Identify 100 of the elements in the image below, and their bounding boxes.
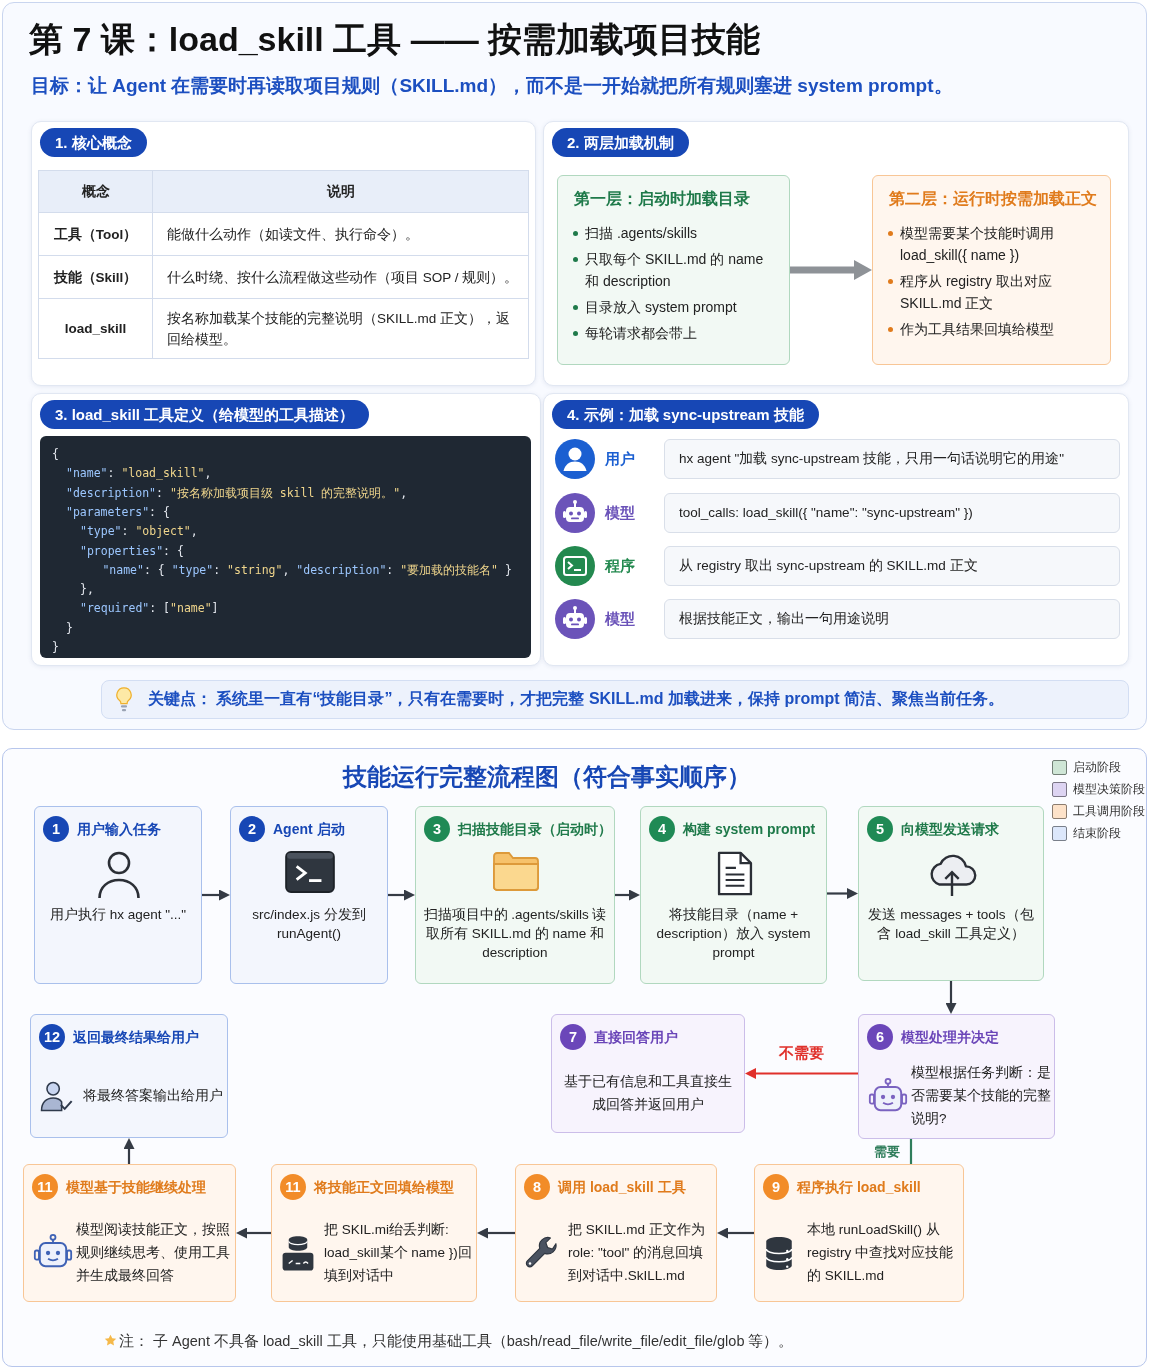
arrow — [827, 888, 858, 899]
section-card — [543, 121, 1129, 386]
table-cell: load_skill — [38, 298, 153, 359]
step-number: 3 — [424, 816, 450, 842]
step-number: 5 — [867, 816, 893, 842]
role-label: 模型 — [605, 610, 635, 629]
bullet-item: 每轮请求都会带上 — [585, 324, 698, 343]
arrow — [745, 1068, 858, 1079]
step-title: 返回最终结果给用户 — [73, 1028, 199, 1046]
callout-text: 关键点： 系统里一直有“技能目录”，只有在需要时，才把完整 SKILL.md 加载进来，保持 prompt 简洁、聚焦当前任务。 — [148, 689, 1005, 709]
flowchart-panel — [2, 748, 1147, 1367]
arrow — [202, 889, 230, 901]
step-title: 模型处理并决定 — [901, 1028, 999, 1046]
step-title: 向模型发送请求 — [901, 820, 999, 838]
flowchart-title: 技能运行完整流程图（符合事实顺序） — [343, 762, 751, 792]
callout-bar — [101, 680, 1129, 719]
step-card — [551, 1014, 745, 1133]
table-cell: 工具（Tool） — [38, 212, 153, 256]
code-line: "description": "按名称加载项目级 skill 的完整说明。", — [66, 484, 408, 502]
lesson-panel — [2, 2, 1147, 730]
role-label: 模型 — [605, 504, 635, 523]
column-header: 说明 — [152, 170, 529, 213]
step-number: 11 — [280, 1174, 306, 1200]
code-line: "name": "load_skill", — [66, 465, 212, 483]
bullet-item: 只取每个 SKILL.md 的 name 和 description — [585, 250, 765, 291]
step-card — [415, 806, 615, 984]
step-description: 基于已有信息和工具直接生成回答并返回用户 — [563, 1072, 733, 1114]
step-description: 模型根据任务判断：是否需要某个技能的完整说明? — [911, 1064, 1051, 1128]
layer-card — [557, 175, 790, 365]
code-line: "parameters": { — [66, 503, 170, 521]
step-card — [34, 806, 202, 984]
column-header: 概念 — [38, 170, 153, 213]
step-card — [858, 1014, 1055, 1139]
bullet-item: 作为工具结果回填给模型 — [900, 320, 1055, 339]
step-description: 模型阅读技能正文，按照规则继续思考、使用工具并生成最终回答 — [76, 1220, 231, 1285]
message-text: 从 registry 取出 sync-upstream 的 SKILL.md 正文 — [679, 557, 979, 575]
step-number: 12 — [39, 1024, 65, 1050]
step-title: 模型基于技能继续处理 — [66, 1178, 206, 1196]
section-heading: 4. 示例：加载 sync-upstream 技能 — [552, 400, 819, 429]
code-line: }, — [80, 581, 94, 599]
step-title: 调用 load_skill 工具 — [558, 1178, 686, 1196]
arrow — [945, 981, 957, 1014]
step-card — [271, 1164, 477, 1302]
step-card — [640, 806, 827, 984]
table-cell: 技能（Skill） — [38, 255, 153, 299]
message-text: 根据技能正文，输出一句用途说明 — [679, 610, 890, 628]
step-description: 扫描项目中的 .agents/skills 读取所有 SKILL.md 的 name 和 description — [422, 906, 608, 962]
message-box — [664, 546, 1120, 586]
section-heading: 1. 核心概念 — [40, 128, 147, 157]
step-card — [230, 806, 388, 984]
layer-heading: 第二层：运行时按需加载正文 — [889, 189, 1098, 209]
table-cell: 能做什么动作（如读文件、执行命令）。 — [152, 212, 529, 256]
step-title: 将技能正文回填给模型 — [314, 1178, 454, 1196]
table-cell: 按名称加载某个技能的完整说明（SKILL.md 正文），返回给模型。 — [152, 298, 529, 359]
step-description: 将最终答案输出给用户 — [83, 1086, 224, 1105]
legend-label: 结束阶段 — [1073, 826, 1121, 841]
section-heading: 3. load_skill 工具定义（给模型的工具描述） — [40, 400, 370, 429]
footnote: 注： 子 Agent 不具备 load_skill 工具，只能使用基础工具（bash/read_file/write_file/edit_file/glob 等）。 — [119, 1332, 794, 1351]
message-text: tool_calls: load_skill({ "name": "sync-upstream" }) — [679, 504, 974, 522]
step-card — [858, 806, 1044, 981]
code-line: "type": "object", — [80, 523, 198, 541]
arrow — [123, 1138, 135, 1164]
step-title: 扫描技能目录（启动时） — [458, 820, 612, 838]
legend-label: 启动阶段 — [1073, 760, 1121, 775]
goal-text: 目标：让 Agent 在需要时再读取项目规则（SKILL.md），而不是一开始就把所有规则塞进 system prompt。 — [31, 74, 953, 98]
step-description: 发送 messages + tools（包含 load_skill 工具定义） — [867, 906, 1035, 943]
step-description: 将技能目录（name + description）放入 system prompt — [655, 906, 812, 962]
step-number: 7 — [560, 1024, 586, 1050]
role-label: 程序 — [605, 557, 635, 576]
step-number: 4 — [649, 816, 675, 842]
section-heading: 2. 两层加载机制 — [552, 128, 689, 157]
code-line: } — [66, 619, 73, 637]
message-text: hx agent "加载 sync-upstream 技能，只用一句话说明它的用途" — [679, 450, 1066, 468]
step-title: 直接回答用户 — [594, 1028, 678, 1046]
message-box — [664, 599, 1120, 639]
arrow — [388, 889, 415, 901]
step-description: 本地 runLoadSkill() 从 registry 中查找对应技能的 SKILL.md — [807, 1220, 954, 1285]
step-description: 把 SKILL.md 正文作为 role: "tool" 的消息回填到对话中.SkILL.md — [568, 1220, 706, 1285]
step-description: 用户执行 hx agent "..." — [48, 906, 188, 924]
arrow — [477, 1227, 515, 1239]
code-line: "properties": { — [80, 542, 184, 560]
bullet-item: 模型需要某个技能时调用 load_skill({ name }) — [900, 224, 1055, 265]
bullet-item: 扫描 .agents/skills — [585, 224, 699, 243]
code-line: "required": ["name"] — [80, 600, 219, 618]
legend-label: 模型决策阶段 — [1073, 782, 1145, 797]
arrow — [236, 1227, 271, 1239]
step-title: 程序执行 load_skill — [797, 1178, 921, 1196]
message-box — [664, 439, 1120, 479]
code-line: { — [52, 446, 59, 463]
step-title: 用户输入任务 — [77, 820, 161, 838]
arrow — [615, 889, 640, 901]
step-title: 构建 system prompt — [683, 820, 816, 838]
step-card — [515, 1164, 717, 1302]
message-box — [664, 493, 1120, 533]
section-card — [31, 393, 541, 666]
step-description: src/index.js 分发到 runAgent() — [251, 906, 367, 943]
legend-label: 工具调用阶段 — [1073, 804, 1145, 819]
layer-heading: 第一层：启动时加载目录 — [574, 189, 751, 209]
page-title: 第 7 课：load_skill 工具 —— 按需加载项目技能 — [29, 19, 761, 60]
bullet-item: 程序从 registry 取出对应 SKILL.md 正文 — [900, 272, 1053, 313]
